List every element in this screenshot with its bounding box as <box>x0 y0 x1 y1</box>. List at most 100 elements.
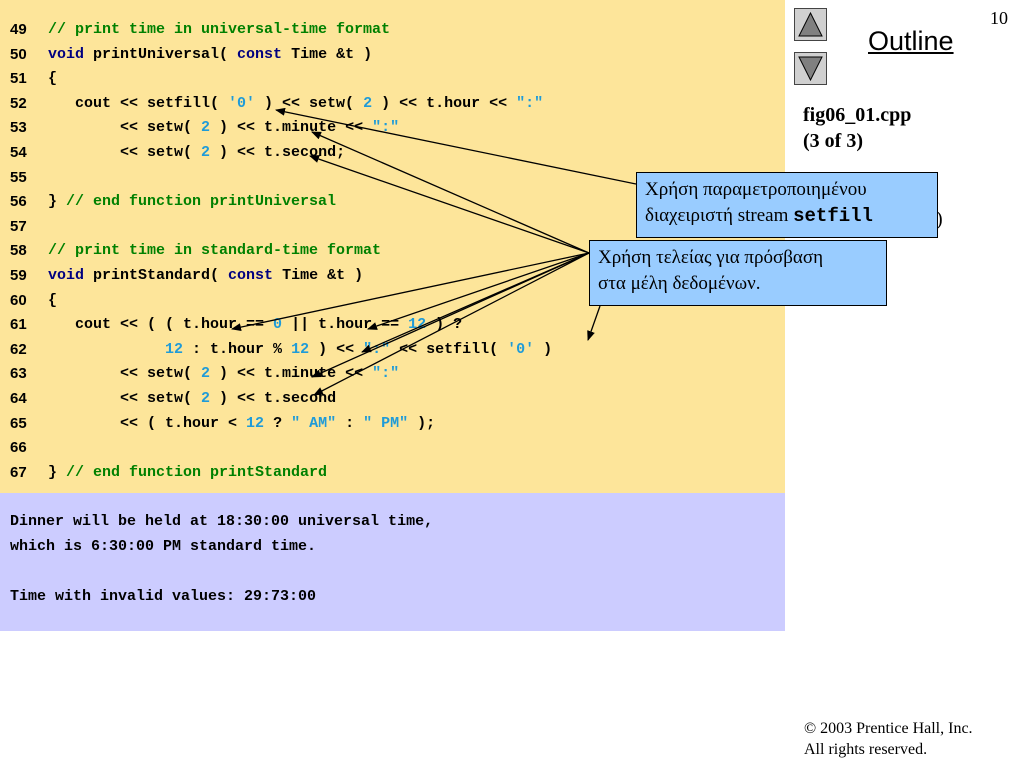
code-token: 12 <box>165 340 184 358</box>
arrow-dot-61a <box>231 252 590 332</box>
line-number: 60 <box>10 291 27 309</box>
code-token: { <box>48 291 58 309</box>
code-token: // end function printUniversal <box>66 193 337 211</box>
triangle-down-icon <box>798 56 823 82</box>
code-text: { <box>48 67 57 91</box>
code-token: 2 <box>363 94 373 112</box>
code-token: ); <box>408 414 436 432</box>
code-text: cout << setfill( '0' ) << setw( 2 ) << t… <box>48 92 543 116</box>
code-text: << ( t.hour < 12 ? " AM" : " PM" ); <box>48 412 435 436</box>
hidden-paren: ) <box>936 208 943 230</box>
code-text: // print time in universal-time format <box>48 18 390 42</box>
next-slide-button[interactable] <box>794 52 827 85</box>
code-token: '0' <box>507 340 535 358</box>
callout-dot-line2: στα μέλη δεδομένων. <box>598 273 761 294</box>
code-token: << setw( <box>48 119 202 137</box>
line-number: 58 <box>10 242 27 260</box>
code-token: cout << setfill( <box>48 94 229 112</box>
arrow-setfill-52 <box>275 107 637 185</box>
code-token: printUniversal( <box>84 45 238 63</box>
code-token: ) <box>534 340 553 358</box>
output-line: Time with invalid values: 29:73:00 <box>10 588 317 605</box>
code-text: << setw( 2 ) << t.minute << ":" <box>48 116 399 140</box>
code-token: : <box>336 414 364 432</box>
code-text: void printStandard( const Time &t ) <box>48 264 363 288</box>
code-text: } // end function printStandard <box>48 461 327 485</box>
code-token: << setfill( <box>390 340 508 358</box>
code-text: void printUniversal( const Time &t ) <box>48 43 372 67</box>
code-token: ) << t.hour << <box>372 94 517 112</box>
code-token: << ( t.hour < <box>48 414 247 432</box>
previous-slide-button[interactable] <box>794 8 827 41</box>
code-token: '0' <box>228 94 256 112</box>
code-token: ":" <box>372 119 400 137</box>
figure-part: (3 of 3) <box>803 130 863 152</box>
figure-caption: fig06_01.cpp (3 of 3) <box>803 102 911 154</box>
code-token: << setw( <box>48 144 202 161</box>
code-text: cout << ( ( t.hour == 0 || t.hour == 12 … <box>48 313 462 337</box>
figure-file: fig06_01.cpp <box>803 104 912 126</box>
code-token: const <box>228 267 274 284</box>
line-number: 52 <box>10 94 27 112</box>
code-token: 2 <box>201 119 211 137</box>
arrow-dot-64 <box>313 252 590 396</box>
code-text: // print time in standard-time format <box>48 239 381 263</box>
line-number: 64 <box>10 390 27 407</box>
code-token: ":" <box>516 94 544 112</box>
code-token: } <box>48 193 67 211</box>
line-number: 59 <box>10 267 27 284</box>
arrow-dot-53 <box>311 131 590 254</box>
code-token: { <box>48 70 58 88</box>
line-number: 54 <box>10 144 27 161</box>
line-number: 53 <box>10 119 27 137</box>
outline-link[interactable]: Outline <box>868 26 954 56</box>
code-text: << setw( 2 ) << t.second; <box>48 141 345 165</box>
arrow-setfill-62 <box>587 305 601 341</box>
line-number: 62 <box>10 340 27 358</box>
code-token: 12 <box>291 340 310 358</box>
line-number: 66 <box>10 439 27 457</box>
line-number: 51 <box>10 70 27 88</box>
code-token: : t.hour % <box>183 340 292 358</box>
code-token: ) << setw( <box>255 94 364 112</box>
code-token: " PM" <box>363 414 409 432</box>
callout-setfill-code: setfill <box>793 205 873 227</box>
callout-setfill-text: διαχειριστή stream <box>645 205 794 226</box>
code-token: << setw( <box>48 390 202 407</box>
code-token: // print time in universal-time format <box>48 21 391 38</box>
code-text: << setw( 2 ) << t.minute << ":" <box>48 362 399 386</box>
code-token: " AM" <box>291 414 337 432</box>
line-number: 55 <box>10 168 27 186</box>
code-token: 12 <box>408 316 427 334</box>
code-token: Time &t ) <box>273 267 364 284</box>
code-token: void <box>48 45 85 63</box>
callout-setfill: Χρήση παραμετροποιημένου διαχειριστή str… <box>636 172 938 238</box>
code-text: { <box>48 289 57 313</box>
code-token: 2 <box>201 390 211 407</box>
code-token: Time &t ) <box>282 45 373 63</box>
code-token: // end function printStandard <box>66 463 328 481</box>
code-text: 12 : t.hour % 12 ) << ":" << setfill( '0… <box>48 338 552 362</box>
page-number: 10 <box>990 8 1008 28</box>
code-text: } // end function printUniversal <box>48 190 336 214</box>
code-token: void <box>48 267 85 284</box>
code-token: printStandard( <box>84 267 229 284</box>
code-token: } <box>48 463 67 481</box>
code-token: ) << t.second; <box>210 144 346 161</box>
line-number: 67 <box>10 463 27 481</box>
line-number: 50 <box>10 45 27 63</box>
callout-dot-line1: Χρήση τελείας για πρόσβαση <box>598 247 824 268</box>
code-token: // print time in standard-time format <box>48 242 382 260</box>
copyright-line2: All rights reserved. <box>804 741 928 758</box>
triangle-up-icon <box>798 11 823 37</box>
callout-setfill-line2: διαχειριστή stream setfill <box>645 203 929 229</box>
callout-dot-operator: Χρήση τελείας για πρόσβαση στα μέλη δεδο… <box>589 240 887 306</box>
arrow-dot-61b <box>367 252 590 330</box>
line-number: 56 <box>10 193 27 211</box>
code-token: cout << ( ( t.hour == <box>48 316 274 334</box>
line-number: 49 <box>10 21 27 38</box>
line-number: 61 <box>10 316 27 334</box>
output-panel: Dinner will be held at 18:30:00 universa… <box>0 493 785 631</box>
code-token: 2 <box>201 365 211 383</box>
